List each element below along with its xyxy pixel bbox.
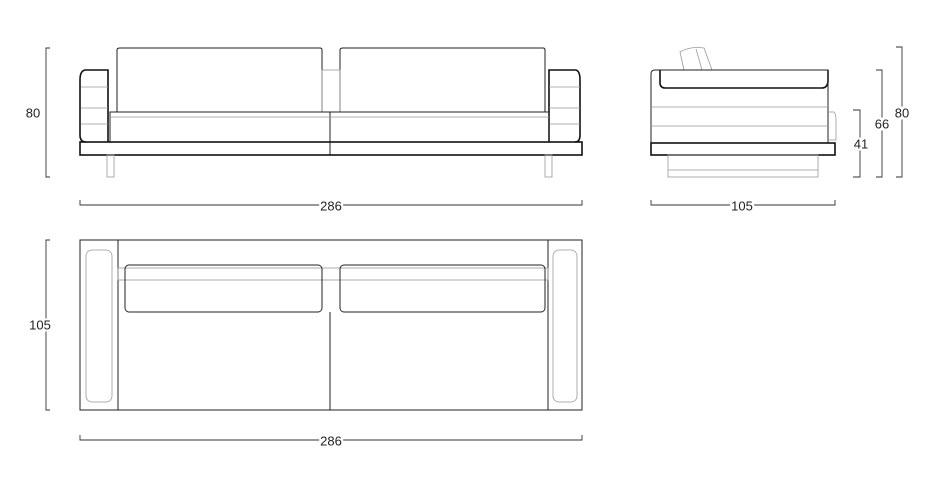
front-width-label: 286 xyxy=(319,198,343,214)
side-height-label: 80 xyxy=(893,105,911,121)
arm-right xyxy=(548,69,581,143)
leg-left xyxy=(106,154,115,178)
backrest xyxy=(679,47,713,71)
top-width-label: 286 xyxy=(319,433,343,449)
arm-left xyxy=(79,69,109,143)
front-height-label: 80 xyxy=(24,105,42,121)
top-view xyxy=(45,239,583,441)
top-outline xyxy=(79,239,583,411)
bolster-right xyxy=(339,264,546,313)
bolster-left xyxy=(124,264,323,313)
side-plinth xyxy=(667,154,819,178)
base-frame xyxy=(79,141,583,156)
side-depth-label: 105 xyxy=(730,198,754,214)
side-base xyxy=(650,142,836,156)
top-depth-label: 105 xyxy=(28,317,52,333)
front-view xyxy=(45,47,583,206)
side-seat-height-label: 41 xyxy=(852,136,870,152)
top-cushion xyxy=(659,70,829,89)
back-center-block xyxy=(321,69,341,113)
side-view xyxy=(650,46,903,206)
side-body xyxy=(650,69,829,143)
side-arm-height-label: 66 xyxy=(873,116,891,132)
back-cushion-right xyxy=(339,47,546,112)
leg-right xyxy=(544,154,553,178)
back-cushion-left xyxy=(116,47,323,112)
